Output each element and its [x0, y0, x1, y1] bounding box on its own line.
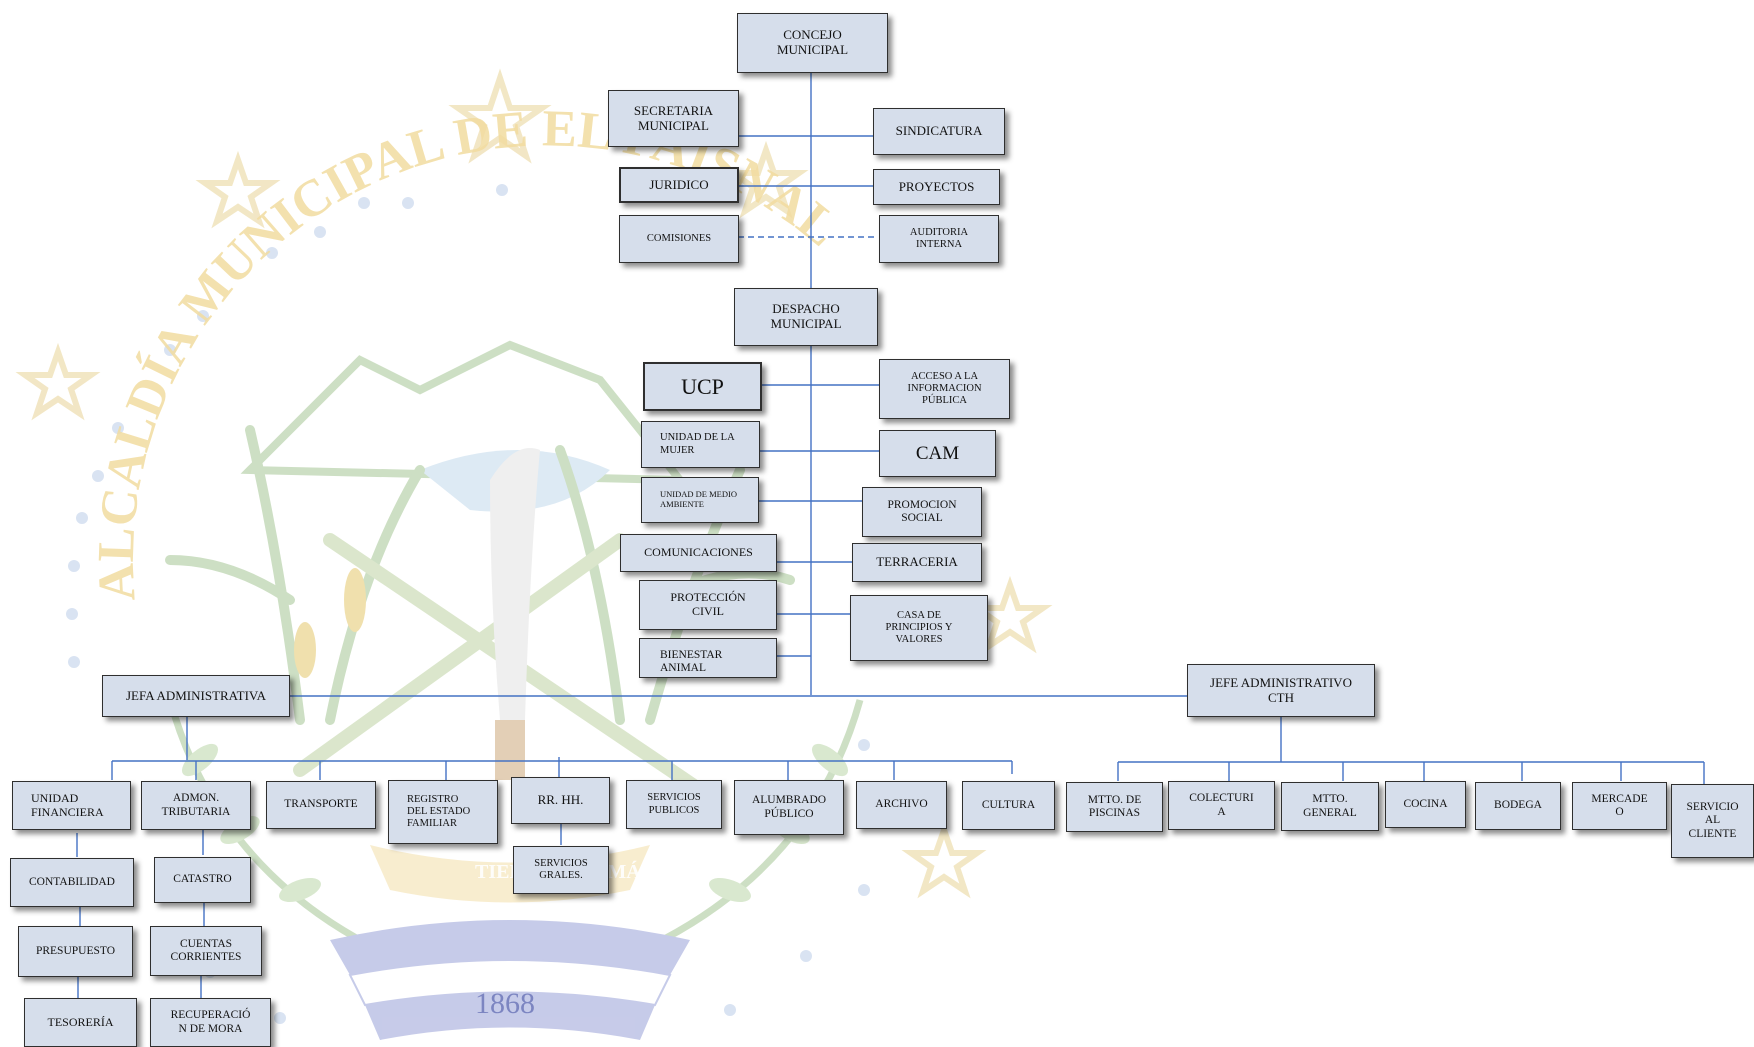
juridico-box: JURIDICO — [619, 167, 739, 203]
despacho-municipal-box: DESPACHO MUNICIPAL — [734, 288, 878, 346]
acceso-informacion-box: ACCESO A LA INFORMACION PÚBLICA — [879, 359, 1010, 419]
bodega-box: BODEGA — [1475, 782, 1561, 830]
servicios-generales-box: SERVICIOS GRALES. — [513, 846, 609, 894]
mtto-general-box: MTTO. GENERAL — [1281, 782, 1379, 831]
unidad-financiera-box: UNIDAD FINANCIERA — [12, 781, 131, 830]
servicio-al-cliente-box: SERVICIO AL CLIENTE — [1671, 784, 1754, 858]
recuperacion-mora-box: RECUPERACIÓ N DE MORA — [150, 998, 271, 1047]
colecturia-box: COLECTURI A — [1168, 781, 1275, 830]
casa-principios-box: CASA DE PRINCIPIOS Y VALORES — [850, 595, 988, 661]
cuentas-corrientes-box: CUENTAS CORRIENTES — [150, 926, 262, 976]
tesoreria-box: TESORERÍA — [24, 998, 137, 1047]
contabilidad-box: CONTABILIDAD — [10, 858, 134, 907]
mtto-piscinas-box: MTTO. DE PISCINAS — [1066, 782, 1163, 832]
rrhh-box: RR. HH. — [511, 777, 610, 824]
unidad-mujer-box: UNIDAD DE LA MUJER — [641, 421, 760, 468]
alumbrado-publico-box: ALUMBRADO PÚBLICO — [734, 780, 844, 835]
sindicatura-box: SINDICATURA — [873, 108, 1005, 155]
jefa-administrativa-box: JEFA ADMINISTRATIVA — [102, 675, 290, 717]
terraceria-box: TERRACERIA — [852, 543, 982, 582]
medio-ambiente-box: UNIDAD DE MEDIO AMBIENTE — [641, 477, 759, 523]
mercado-box: MERCADE O — [1572, 782, 1667, 830]
presupuesto-box: PRESUPUESTO — [18, 926, 133, 977]
bienestar-animal-box: BIENESTAR ANIMAL — [639, 638, 777, 678]
registro-estado-familiar-box: REGISTRO DEL ESTADO FAMILIAR — [388, 780, 498, 844]
cocina-box: COCINA — [1385, 781, 1466, 828]
comisiones-box: COMISIONES — [619, 215, 739, 263]
servicios-publicos-box: SERVICIOS PUBLICOS — [626, 780, 722, 829]
seal-year: 1868 — [475, 987, 535, 1020]
ucp-box: UCP — [643, 362, 762, 411]
archivo-box: ARCHIVO — [856, 781, 947, 829]
admon-tributaria-box: ADMON. TRIBUTARIA — [141, 781, 251, 830]
proteccion-civil-box: PROTECCIÓN CIVIL — [639, 580, 777, 630]
concejo-municipal-box: CONCEJO MUNICIPAL — [737, 13, 888, 73]
proyectos-box: PROYECTOS — [873, 169, 1000, 205]
catastro-box: CATASTRO — [154, 857, 251, 903]
promocion-social-box: PROMOCION SOCIAL — [862, 487, 982, 537]
cultura-box: CULTURA — [962, 781, 1055, 830]
cam-box: CAM — [879, 430, 996, 477]
auditoria-interna-box: AUDITORIA INTERNA — [879, 215, 999, 263]
transporte-box: TRANSPORTE — [266, 781, 376, 829]
comunicaciones-box: COMUNICACIONES — [620, 534, 777, 572]
jefe-administrativo-cth-box: JEFE ADMINISTRATIVO CTH — [1187, 664, 1375, 717]
secretaria-municipal-box: SECRETARIA MUNICIPAL — [608, 90, 739, 147]
